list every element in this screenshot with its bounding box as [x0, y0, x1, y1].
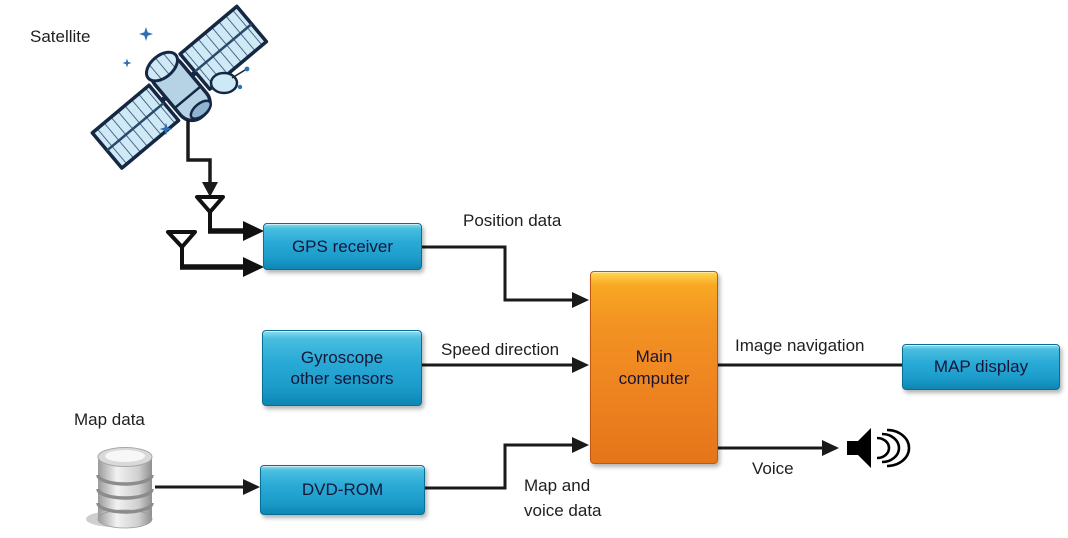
- satellite-label: Satellite: [30, 27, 91, 46]
- map-data-arrow: [155, 479, 260, 495]
- main-computer-label-line2: computer: [618, 368, 690, 388]
- gyroscope-label-line2: other sensors: [290, 369, 394, 388]
- position-data-arrow: [421, 245, 589, 308]
- voice-label: Voice: [752, 459, 794, 478]
- gps-receiver-label: GPS receiver: [291, 236, 394, 256]
- antenna-icon: [195, 195, 264, 241]
- map-data-label: Map data: [74, 410, 145, 429]
- image-navigation-label: Image navigation: [735, 336, 865, 355]
- speed-direction-label: Speed direction: [441, 340, 560, 359]
- main-computer-label-line1: Main: [635, 347, 673, 367]
- database-icon: [86, 447, 154, 529]
- node-main-computer: Main computer: [590, 271, 718, 464]
- node-gyroscope: Gyroscope other sensors: [262, 330, 422, 406]
- position-data-label: Position data: [463, 211, 562, 230]
- map-voice-arrow: [424, 437, 589, 490]
- map-voice-label: Map and voice data: [524, 473, 602, 523]
- speaker-icon: [847, 428, 911, 468]
- antenna-icon: [166, 230, 264, 277]
- node-dvd-rom: DVD-ROM: [260, 465, 425, 515]
- gyroscope-label-line1: Gyroscope: [300, 347, 384, 367]
- map-voice-label-line1: Map and: [524, 476, 591, 495]
- node-gps-receiver: GPS receiver: [263, 223, 422, 270]
- speed-direction-arrow: [421, 357, 589, 373]
- map-voice-label-line2: voice data: [524, 501, 602, 520]
- map-display-label: MAP display: [933, 357, 1029, 377]
- node-map-display: MAP display: [902, 344, 1060, 390]
- satellite-to-antenna-arrow: [186, 120, 218, 197]
- voice-arrow: [716, 440, 839, 456]
- satellite-icon: [90, 4, 269, 170]
- dvd-rom-label: DVD-ROM: [301, 480, 384, 500]
